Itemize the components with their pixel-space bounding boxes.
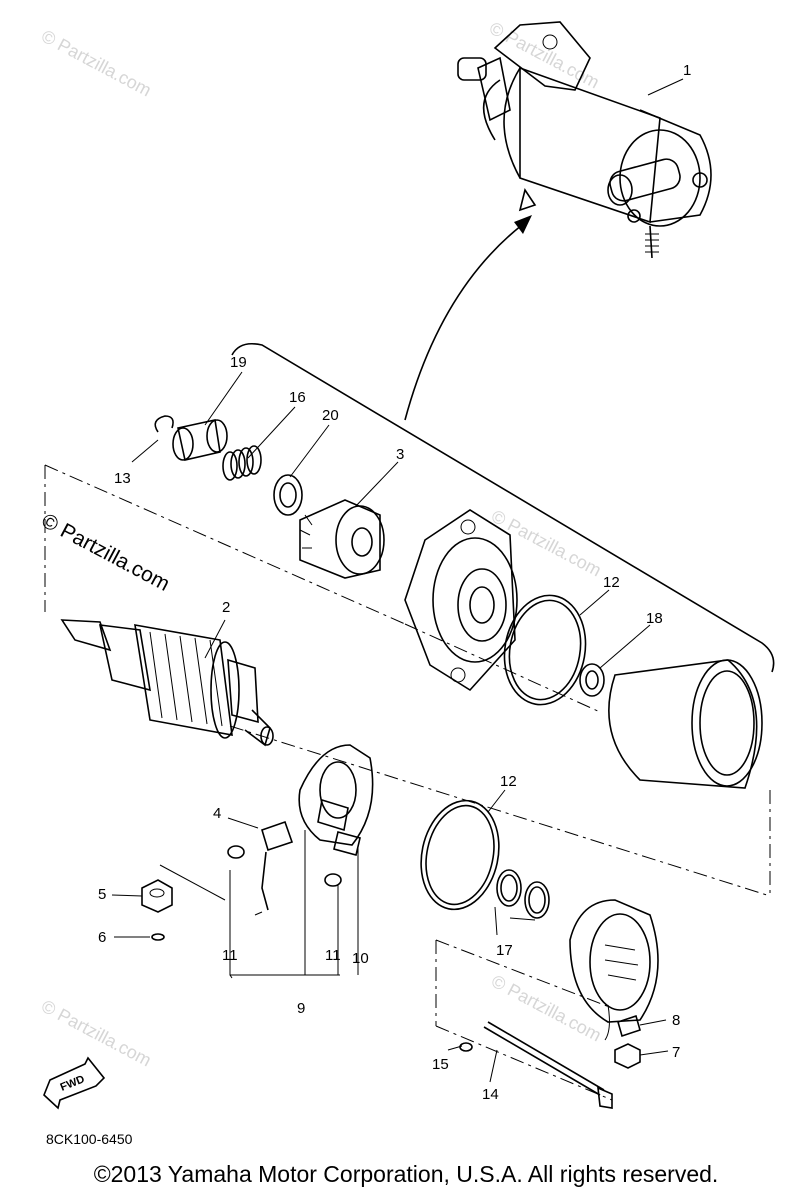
part-5-nut — [141, 879, 173, 913]
rear-cover — [569, 899, 659, 1023]
part-19-collar — [172, 419, 228, 461]
assembly-outline — [44, 464, 771, 1101]
callout-5: 5 — [98, 886, 106, 903]
part-7-nut — [614, 1043, 641, 1069]
part-20-washer — [273, 474, 303, 516]
callout-17: 17 — [496, 942, 513, 959]
callout-4: 4 — [213, 805, 221, 822]
part-8-grommet — [617, 1014, 641, 1038]
part-2-armature — [60, 619, 274, 747]
part-18-washer — [579, 663, 605, 697]
copyright-notice: ©2013 Yamaha Motor Corporation, U.S.A. A… — [93, 1161, 719, 1187]
callout-19: 19 — [230, 354, 247, 371]
part-13-circlip — [154, 415, 174, 433]
part-14-through-bolt — [483, 1021, 613, 1109]
callout-12-upper: 12 — [603, 574, 620, 591]
part-16-spring — [222, 445, 262, 481]
callout-14: 14 — [482, 1086, 499, 1103]
part-17-washers — [496, 869, 550, 919]
assembly-bracket — [231, 342, 775, 673]
part-3-clutch-pinion — [299, 499, 385, 579]
callout-15: 15 — [432, 1056, 449, 1073]
callout-10: 10 — [352, 950, 369, 967]
callout-7: 7 — [672, 1044, 680, 1061]
callout-12-lower: 12 — [500, 773, 517, 790]
part-12-o-ring-upper — [503, 594, 587, 706]
fwd-arrow-badge: FWD — [43, 1056, 106, 1110]
callout-11-left: 11 — [222, 947, 238, 964]
part-1-starter-motor — [457, 21, 712, 259]
callout-9: 9 — [297, 1000, 305, 1017]
yoke-housing — [608, 659, 763, 789]
brush-plate — [298, 744, 374, 856]
callout-11-right: 11 — [325, 947, 341, 964]
diagram-code: 8CK100-6450 — [46, 1131, 133, 1147]
callout-13: 13 — [114, 470, 131, 487]
callout-20: 20 — [322, 407, 339, 424]
assembly-arrow — [404, 215, 532, 421]
watermark-mid-right: © Partzilla.com — [488, 506, 604, 581]
callout-6: 6 — [98, 929, 106, 946]
part-11-clips — [227, 845, 342, 887]
callout-1: 1 — [683, 62, 691, 79]
front-bracket-housing — [404, 509, 518, 692]
part-12-o-ring-lower — [420, 799, 500, 911]
watermark-bottom-left: © Partzilla.com — [38, 996, 154, 1071]
callout-3: 3 — [396, 446, 404, 463]
leader-lines — [111, 78, 684, 1083]
callout-8: 8 — [672, 1012, 680, 1029]
part-6-washer — [151, 933, 165, 941]
watermark-main: © Partzilla.com — [38, 509, 174, 596]
callout-16: 16 — [289, 389, 306, 406]
part-4-brush — [261, 820, 294, 911]
part-15-washer — [459, 1042, 473, 1052]
callout-2: 2 — [222, 599, 230, 616]
callout-labels: 1 19 16 20 3 13 2 12 18 4 12 5 6 17 11 1… — [98, 62, 691, 1103]
callout-18: 18 — [646, 610, 663, 627]
watermark-bottom-right: © Partzilla.com — [488, 971, 604, 1046]
watermark-top-left: © Partzilla.com — [38, 26, 154, 101]
